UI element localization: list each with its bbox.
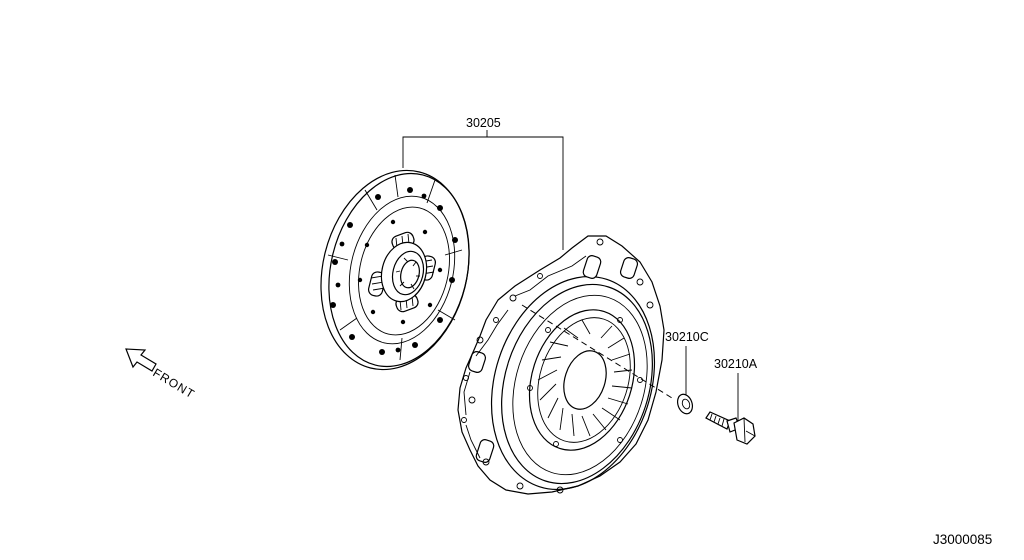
callout-30210A: 30210A (714, 357, 758, 422)
diagram-id: J3000085 (933, 532, 992, 547)
washer[interactable] (675, 392, 695, 416)
callout-30205: 30205 (402, 116, 564, 250)
part-label-30210A[interactable]: 30210A (714, 357, 758, 371)
clutch-cover-assembly[interactable] (457, 235, 681, 511)
callout-30210C: 30210C (665, 330, 709, 396)
front-direction-indicator: FRONT (125, 348, 197, 402)
bracket-30205 (402, 136, 564, 250)
bolt[interactable] (705, 411, 756, 445)
part-label-30205[interactable]: 30205 (466, 116, 501, 130)
front-label: FRONT (150, 366, 197, 402)
front-arrow-icon (125, 348, 157, 372)
clutch-disc[interactable] (301, 155, 490, 386)
part-label-30210C[interactable]: 30210C (665, 330, 709, 344)
